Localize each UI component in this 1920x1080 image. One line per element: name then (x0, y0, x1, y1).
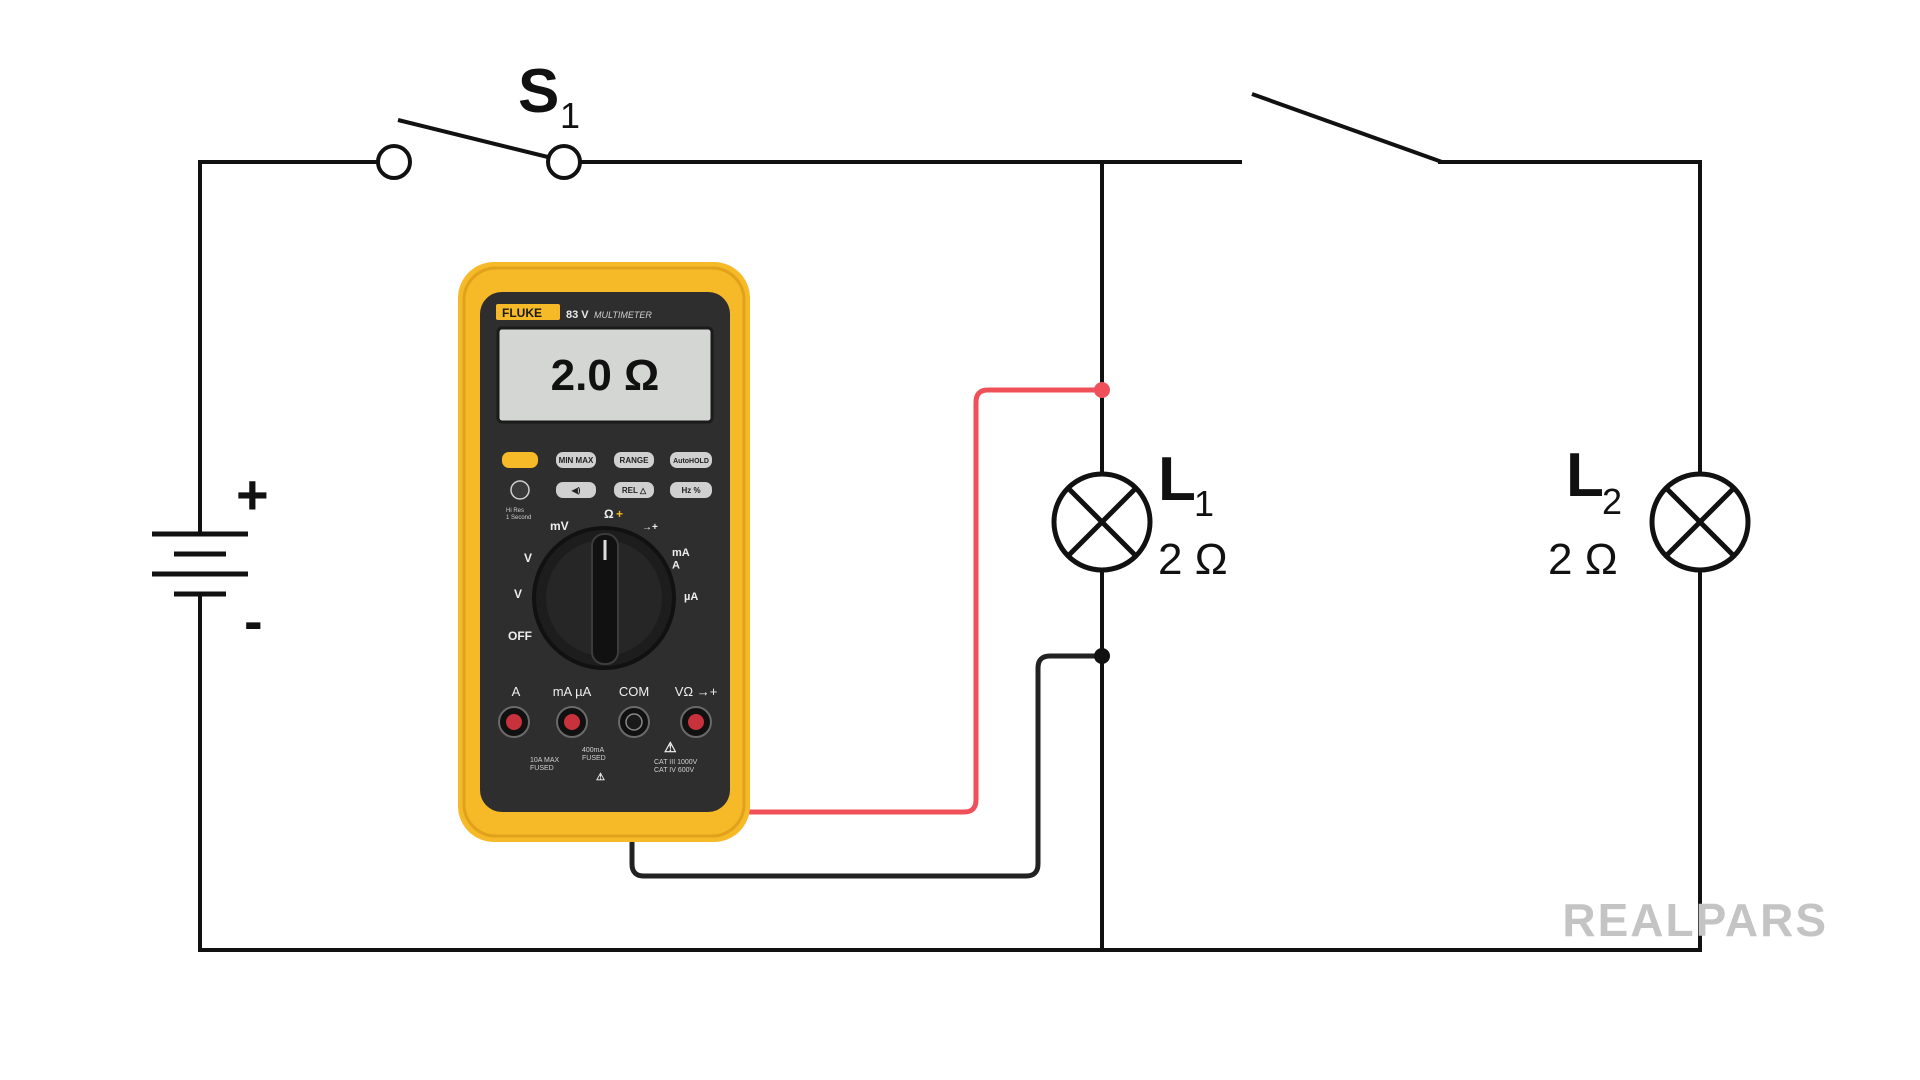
dial-label-v-ac: V (514, 587, 522, 601)
dial-label-ohm-plus: + (616, 507, 623, 521)
lamp-l2 (1649, 471, 1751, 573)
lamp-l1-letter: L (1158, 445, 1196, 514)
multimeter-model: 83 V (566, 309, 589, 321)
multimeter-model-suffix: MULTIMETER (594, 310, 652, 320)
multimeter-autohold-button[interactable] (670, 452, 712, 468)
lamp-l1-resistance: 2 Ω (1158, 535, 1228, 584)
dial-label-ua: µA (684, 591, 698, 603)
switch-s1-terminal-right (546, 144, 582, 180)
multimeter-range-label: RANGE (620, 456, 650, 465)
multimeter-range-button[interactable] (614, 452, 654, 468)
multimeter: FLUKE 83 V MULTIMETER 2.0 Ω MIN MAX RANG… (458, 262, 750, 842)
lamp-l2-resistance: 2 Ω (1548, 535, 1618, 584)
lamp-l1-cross-b (1066, 486, 1138, 558)
dial-label-v-dc: V (524, 551, 532, 565)
jack-ma-ua[interactable] (556, 706, 588, 738)
multimeter-brand: FLUKE (502, 306, 542, 320)
lamp-l2-subscript: 2 (1602, 481, 1622, 522)
rotary-dial-knob (591, 533, 619, 665)
multimeter-brand-plate (496, 304, 560, 320)
multimeter-speaker-icon: ◀) (571, 486, 581, 495)
jack-com[interactable] (618, 706, 650, 738)
multimeter-minmax-label: MIN MAX (559, 456, 594, 465)
warning-triangle-icon: ⚠ (664, 739, 677, 755)
realpars-watermark: REALPARS (1562, 894, 1828, 946)
switch-s1: S 1 (376, 57, 582, 180)
switch-s2-blade (1251, 92, 1443, 164)
multimeter-speaker-button[interactable] (556, 482, 596, 498)
multimeter-rel-button[interactable] (614, 482, 654, 498)
multimeter-minmax-button[interactable] (556, 452, 596, 468)
jack-label-v-ohm: VΩ →+ (675, 684, 718, 699)
multimeter-yellow-button[interactable] (502, 452, 538, 468)
lamp-l1 (1051, 471, 1153, 573)
dial-label-diode: →+ (642, 522, 658, 533)
multimeter-hz-label: Hz % (681, 486, 700, 495)
jack-label-a: A (512, 684, 521, 699)
dial-label-off: OFF (508, 629, 532, 643)
jack-label-ma-ua: mA µA (553, 684, 592, 699)
switch-s1-letter: S (518, 57, 559, 126)
switch-s1-subscript: 1 (560, 95, 580, 136)
multimeter-autohold-label: AutoHOLD (673, 458, 709, 465)
multimeter-lcd (496, 326, 714, 424)
multimeter-hz-button[interactable] (670, 482, 712, 498)
lamp-l1-subscript: 1 (1194, 483, 1214, 524)
multimeter-backlight-icon[interactable] (510, 480, 530, 500)
multimeter-display-reading: 2.0 Ω (551, 351, 660, 400)
jack-label-com: COM (619, 684, 649, 699)
dial-label-mv: mV (550, 519, 569, 533)
lamp-l2-letter: L (1566, 441, 1604, 510)
black-probe-lead (629, 653, 1098, 879)
circuit-wires (198, 160, 1702, 952)
dial-label-ohm: Ω (604, 507, 614, 521)
battery (152, 531, 248, 597)
switch-s1-terminal-left (376, 144, 412, 180)
battery-minus-sign: - (244, 589, 263, 652)
jack-v-ohm[interactable] (680, 706, 712, 738)
switch-s2 (1251, 92, 1443, 164)
switch-s1-blade (397, 118, 561, 162)
lamp-l2-cross-b (1664, 486, 1736, 558)
multimeter-holster-shade (462, 266, 746, 838)
jack-a[interactable] (498, 706, 530, 738)
warning-triangle-icon-small: ⚠ (596, 772, 605, 783)
red-probe-tip (1094, 382, 1110, 398)
battery-plus-sign: + (236, 463, 269, 526)
black-probe-tip (1094, 648, 1110, 664)
multimeter-rel-label: REL △ (622, 486, 647, 495)
multimeter-rotary-dial[interactable] (532, 526, 676, 670)
